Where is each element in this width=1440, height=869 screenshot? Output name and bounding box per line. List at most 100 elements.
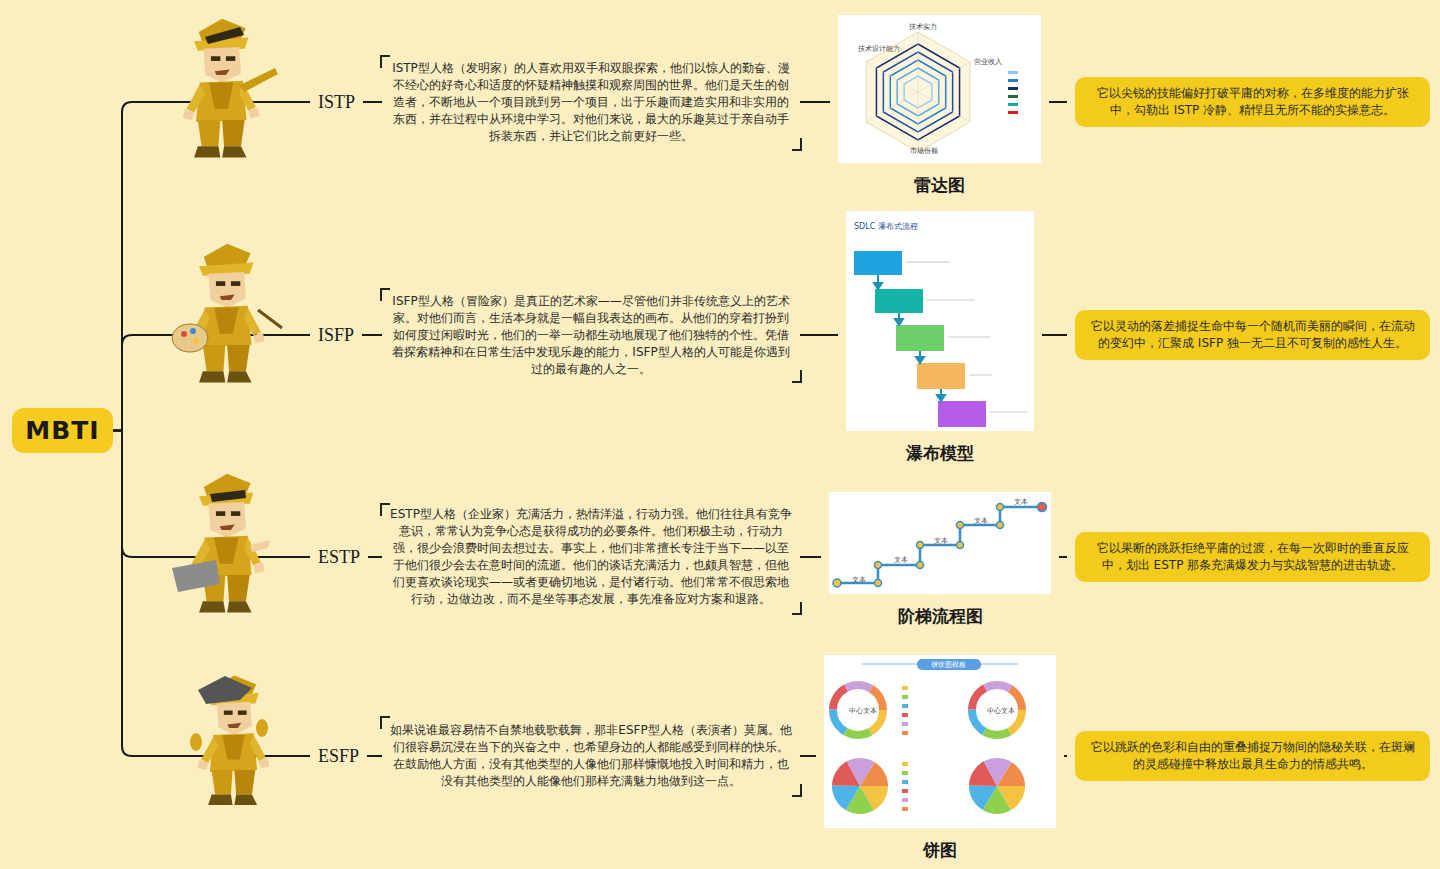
pie-segment	[846, 772, 874, 800]
pie-segment	[833, 685, 883, 735]
branch-line	[1064, 755, 1067, 757]
staircase-thumbnail	[829, 492, 1051, 594]
chart-label: 技术设计能力	[858, 44, 900, 54]
pie-segment	[972, 685, 1022, 735]
branch-line	[367, 755, 382, 757]
pie-thumbnail	[824, 655, 1056, 828]
legend-bar	[902, 798, 908, 802]
chart-label: 市场份额	[910, 146, 938, 156]
type-label: ISTP	[318, 92, 355, 113]
branch-line	[113, 431, 310, 757]
branch-line	[1059, 556, 1067, 558]
legend-bar	[902, 695, 908, 699]
chart-label: SDLC 瀑布式流程	[854, 221, 918, 232]
tlabel-text: ISFP	[318, 325, 354, 346]
type-label: ISFP	[318, 325, 354, 346]
branch-line	[362, 334, 382, 336]
description-text: ISFP型人格（冒险家）是真正的艺术家——尽管他们并非传统意义上的艺术家。对他们…	[390, 293, 792, 378]
legend-bar	[902, 731, 908, 735]
pie-segment	[972, 685, 1022, 735]
callout-text: 它以跳跃的色彩和自由的重叠捕捉万物间的隐秘关联，在斑斓的灵感碰撞中释放出最具生命…	[1085, 739, 1420, 773]
chart-label: 文本	[974, 516, 988, 526]
type-label: ESFP	[318, 746, 359, 767]
imgnode-text: 阶梯流程图	[829, 605, 1051, 628]
pie-segment	[833, 685, 883, 735]
tlabel-text: ESTP	[318, 547, 360, 568]
callout-text: 它以果断的跳跃拒绝平庸的过渡，在每一次即时的垂直反应中，划出 ESTP 那条充满…	[1085, 540, 1420, 574]
tlabel-text: ESFP	[318, 746, 359, 767]
pie-segment	[972, 685, 1022, 735]
branch-line	[800, 334, 838, 336]
pie-segment	[972, 685, 1022, 735]
summary-callout: 它以尖锐的技能偏好打破平庸的对称，在多维度的能力扩张中，勾勒出 ISTP 冷静、…	[1075, 77, 1430, 127]
para-text: ESTP型人格（企业家）充满活力，热情洋溢，行动力强。他们往往具有竞争意识，常常…	[390, 506, 792, 608]
pie-segment	[983, 772, 1011, 800]
pie-segment	[833, 685, 883, 735]
imgnode-text: 瀑布模型	[846, 442, 1034, 465]
callout-text: 它以尖锐的技能偏好打破平庸的对称，在多维度的能力扩张中，勾勒出 ISTP 冷静、…	[1085, 85, 1420, 119]
chart-thumbnail: 阶梯流程图	[829, 492, 1051, 628]
summary-callout: 它以跳跃的色彩和自由的重叠捕捉万物间的隐秘关联，在斑斓的灵感碰撞中释放出最具生命…	[1075, 731, 1430, 781]
para-text: ISTP型人格（发明家）的人喜欢用双手和双眼探索，他们以惊人的勤奋、漫不经心的好…	[390, 60, 792, 145]
pie-segment	[846, 772, 874, 800]
chart-label: 文本	[894, 555, 908, 565]
legend-bar	[902, 686, 908, 690]
branch-line	[800, 556, 821, 558]
description-text: ISTP型人格（发明家）的人喜欢用双手和双眼探索，他们以惊人的勤奋、漫不经心的好…	[390, 60, 792, 145]
pie-segment	[983, 772, 1011, 800]
waterfall-thumbnail	[846, 211, 1034, 431]
pie-segment	[972, 685, 1022, 735]
pie-segment	[846, 772, 874, 800]
chart-label: 营业收入	[974, 57, 1002, 67]
radar-chart-thumbnail	[838, 15, 1041, 163]
quote-brackets	[381, 56, 801, 796]
tlabel-text: ISTP	[318, 92, 355, 113]
type-label: ESTP	[318, 547, 360, 568]
root-text: MBTI	[25, 416, 99, 445]
chart-thumbnail: 雷达图	[838, 15, 1041, 197]
chart-label: 技术实力	[909, 22, 937, 32]
para-text: ISFP型人格（冒险家）是真正的艺术家——尽管他们并非传统意义上的艺术家。对他们…	[390, 293, 792, 378]
legend-bar	[902, 771, 908, 775]
chart-thumbnail: 瀑布模型	[846, 211, 1034, 465]
chart-label: 饼状图模板	[931, 660, 966, 670]
pie-segment	[972, 685, 1022, 735]
description-text: ESTP型人格（企业家）充满活力，热情洋溢，行动力强。他们往往具有竞争意识，常常…	[390, 506, 792, 608]
branch-line	[1042, 334, 1067, 336]
legend-bar	[902, 789, 908, 793]
legend-bar	[902, 780, 908, 784]
branch-line	[363, 101, 382, 103]
chart-label: 文本	[934, 536, 948, 546]
pie-segment	[846, 772, 874, 800]
branch-line	[368, 556, 382, 558]
legend-bar	[902, 762, 908, 766]
pie-segment	[846, 772, 874, 800]
branch-line	[1049, 101, 1067, 103]
legend-bar	[902, 713, 908, 717]
chart-label: 中心文本	[987, 706, 1015, 716]
legend-bar	[902, 722, 908, 726]
legend-bar	[902, 807, 908, 811]
pie-segment	[833, 685, 883, 735]
imgnode-text: 雷达图	[838, 174, 1041, 197]
para-text: 如果说谁最容易情不自禁地载歌载舞，那非ESFP型人格（表演者）莫属。他们很容易沉…	[390, 722, 792, 790]
chart-thumbnail: 饼图	[824, 655, 1056, 862]
root-topic: MBTI	[12, 408, 113, 453]
chart-label: 文本	[1014, 497, 1028, 507]
pie-segment	[983, 772, 1011, 800]
pie-segment	[983, 772, 1011, 800]
imgnode-text: 饼图	[824, 839, 1056, 862]
character-figures	[172, 19, 282, 805]
callout-text: 它以灵动的落差捕捉生命中每一个随机而美丽的瞬间，在流动的变幻中，汇聚成 ISFP…	[1085, 318, 1420, 352]
pie-segment	[983, 772, 1011, 800]
pie-segment	[833, 685, 883, 735]
chart-label: 中心文本	[849, 706, 877, 716]
branch-line	[800, 755, 816, 757]
pie-segment	[846, 772, 874, 800]
summary-callout: 它以果断的跳跃拒绝平庸的过渡，在每一次即时的垂直反应中，划出 ESTP 那条充满…	[1075, 532, 1430, 582]
chart-label: 文本	[852, 575, 866, 585]
branch-line	[800, 101, 830, 103]
pie-segment	[833, 685, 883, 735]
pie-segment	[983, 772, 1011, 800]
summary-callout: 它以灵动的落差捕捉生命中每一个随机而美丽的瞬间，在流动的变幻中，汇聚成 ISFP…	[1075, 310, 1430, 360]
